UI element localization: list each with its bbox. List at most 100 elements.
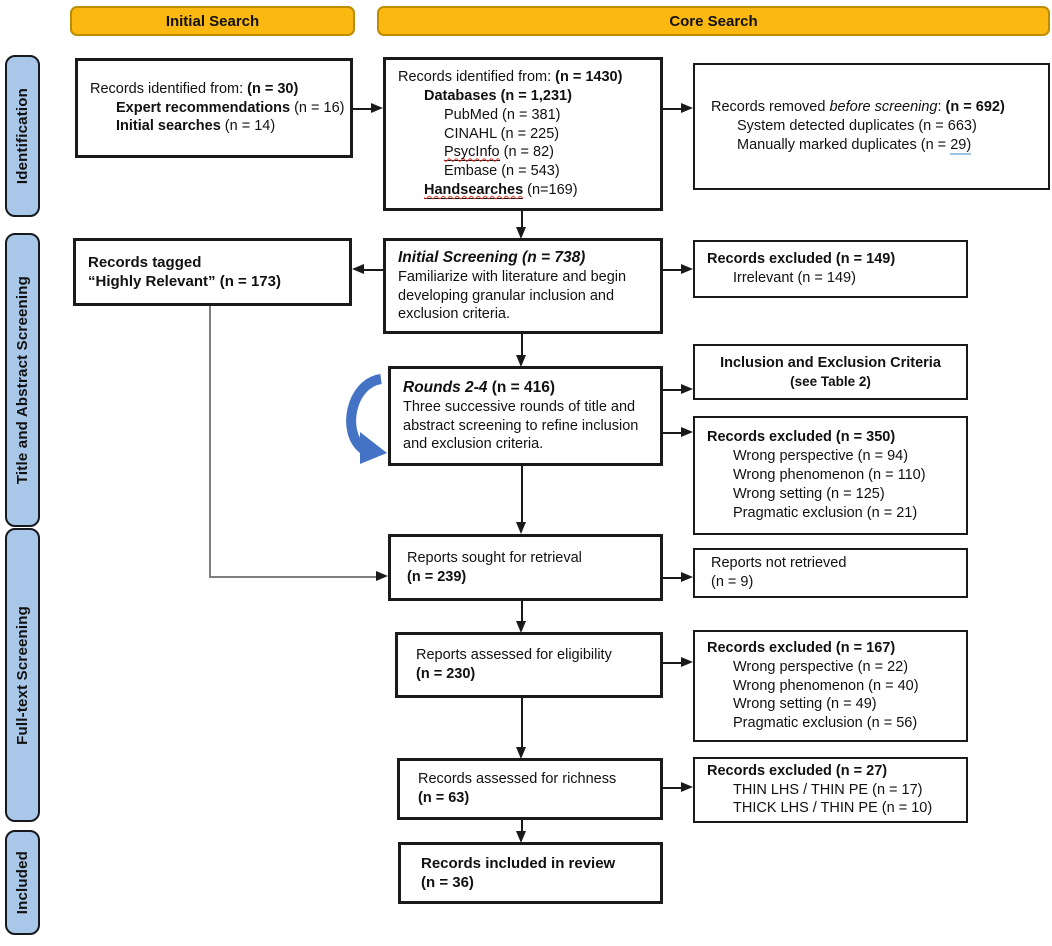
connector-core-to-removed-arrowhead-icon	[681, 103, 693, 113]
connector-richness-to-excluded27-arrowhead-icon	[681, 782, 693, 792]
rounds-title: Rounds 2-4 (n = 416)	[403, 378, 650, 398]
initial-screening-body-2: developing granular inclusion and	[398, 287, 615, 304]
box-initial-screening: Initial Screening (n = 738) Familiarize …	[383, 238, 663, 334]
records-tagged-line1: Records tagged	[88, 253, 202, 271]
stage-fulltext-screening-label: Full-text Screening	[14, 605, 31, 745]
stage-fulltext-screening: Full-text Screening	[5, 528, 40, 822]
connector-sought-to-eligibility-arrowhead-icon	[516, 621, 526, 633]
connector-eligibility-to-excluded167-arrowhead-icon	[681, 657, 693, 667]
stage-identification: Identification	[5, 55, 40, 217]
excluded-149-title: Records excluded (n = 149)	[707, 251, 896, 268]
assessed-richness-line1: Records assessed for richness	[418, 771, 617, 788]
box-records-excluded-350: Records excluded (n = 350) Wrong perspec…	[693, 416, 968, 535]
excluded-27-item: THICK LHS / THIN PE (n = 10)	[733, 800, 933, 817]
text-segment: Manually marked duplicates (n =	[737, 136, 951, 153]
connector-rounds-to-sought-arrowhead-icon	[516, 522, 526, 534]
connector-rounds-to-criteria-arrowhead-icon	[681, 384, 693, 394]
rounds-body-1: Three successive rounds of title and	[403, 398, 636, 415]
text-segment: Handsearches	[424, 182, 524, 200]
text-segment: Initial searches	[116, 118, 221, 135]
text-segment: :	[937, 99, 946, 116]
stage-title-abstract-screening: Title and Abstract Screening	[5, 233, 40, 527]
included-review-line1: Records included in review	[421, 854, 616, 872]
initial-screening-body-1: Familiarize with literature and begin	[398, 268, 627, 285]
initial-screening-title: Initial Screening (n = 738)	[398, 248, 586, 266]
stage-title-abstract-screening-label: Title and Abstract Screening	[14, 275, 31, 485]
excluded-350-item: Wrong perspective (n = 94)	[733, 448, 909, 465]
header-initial-search-label: Initial Search	[165, 12, 260, 30]
iteration-loop-arrow-icon	[346, 374, 387, 464]
excluded-27-title: Records excluded (n = 27)	[707, 762, 888, 779]
excluded-149-item: Irrelevant (n = 149)	[733, 270, 856, 286]
box-records-tagged: Records tagged “Highly Relevant” (n = 17…	[73, 238, 352, 306]
excluded-350-item: Pragmatic exclusion (n = 21)	[733, 504, 918, 521]
connector-richness-to-excluded27-line	[663, 787, 683, 789]
connector-screening-to-rounds-line	[521, 334, 523, 356]
n-value: (n = 416)	[487, 378, 556, 396]
rounds-body-2: abstract screening to refine inclusion	[403, 417, 639, 434]
connector-richness-to-included-line	[521, 820, 523, 832]
records-core-cinahl: CINAHL (n = 225)	[444, 125, 560, 142]
reports-sought-line2: (n = 239)	[407, 568, 467, 585]
text-segment: Records identified from:	[90, 80, 248, 97]
excluded-167-item: Wrong perspective (n = 22)	[733, 658, 909, 675]
box-records-identified-core: Records identified from: (n = 1430) Data…	[383, 57, 663, 211]
not-retrieved-line1: Reports not retrieved	[711, 555, 847, 572]
header-initial-search: Initial Search	[70, 6, 355, 36]
box-records-excluded-149: Records excluded (n = 149) Irrelevant (n…	[693, 240, 968, 298]
stage-identification-label: Identification	[14, 87, 31, 185]
n-value: (n = 14)	[220, 118, 276, 135]
connector-initial-to-core-line	[353, 108, 373, 110]
connector-screening-to-rounds-arrowhead-icon	[516, 355, 526, 367]
n-value: (n = 82)	[499, 144, 555, 161]
box-rounds-2-4: Rounds 2-4 (n = 416) Three successive ro…	[388, 366, 663, 466]
assessed-eligibility-line2: (n = 230)	[416, 666, 476, 682]
connector-rounds-to-excluded350-line	[663, 432, 683, 434]
records-core-embase: Embase (n = 543)	[444, 163, 560, 180]
connector-core-to-screening-line	[521, 211, 523, 228]
stage-included: Included	[5, 830, 40, 935]
criteria-line2: (see Table 2)	[790, 373, 871, 389]
excluded-167-title: Records excluded (n = 167)	[707, 639, 896, 656]
box-reports-not-retrieved: Reports not retrieved (n = 9)	[693, 548, 968, 598]
records-core-title: Records identified from: (n = 1430)	[398, 68, 650, 87]
records-tagged-line2: “Highly Relevant” (n = 173)	[88, 273, 281, 290]
excluded-167-item: Wrong phenomenon (n = 40)	[733, 677, 919, 694]
n-value: 29)	[950, 136, 972, 155]
records-core-pubmed: PubMed (n = 381)	[444, 106, 561, 123]
box-records-excluded-167: Records excluded (n = 167) Wrong perspec…	[693, 630, 968, 742]
box-records-removed: Records removed before screening: (n = 6…	[693, 63, 1050, 190]
text-segment: before screening	[829, 99, 938, 116]
rounds-body-3: and exclusion criteria.	[403, 436, 544, 453]
records-initial-item-searches: Initial searches (n = 14)	[90, 117, 340, 136]
reports-sought-line1: Reports sought for retrieval	[407, 549, 582, 566]
criteria-line1: Inclusion and Exclusion Criteria	[720, 354, 941, 371]
connector-eligibility-to-excluded167-line	[663, 662, 683, 664]
excluded-167-item: Wrong setting (n = 49)	[733, 696, 877, 713]
connector-rounds-to-sought-line	[521, 466, 523, 523]
connector-core-to-removed-line	[663, 108, 683, 110]
text-segment: Rounds 2-4	[403, 378, 488, 396]
n-value: (n = 30)	[247, 80, 299, 97]
records-core-handsearches: Handsearches (n=169)	[398, 181, 650, 200]
connector-sought-to-notretrieved-arrowhead-icon	[681, 572, 693, 582]
text-segment: Records identified from:	[398, 69, 556, 86]
excluded-350-item: Wrong setting (n = 125)	[733, 485, 885, 502]
box-reports-sought: Reports sought for retrieval (n = 239)	[388, 534, 663, 601]
connector-screening-to-tagged-line	[363, 269, 383, 271]
records-core-databases: Databases (n = 1,231)	[424, 87, 572, 104]
box-records-included: Records included in review (n = 36)	[398, 842, 663, 904]
connector-tagged-to-sought-horizontal-line	[209, 576, 377, 578]
connector-core-to-screening-arrowhead-icon	[516, 227, 526, 239]
excluded-350-title: Records excluded (n = 350)	[707, 429, 896, 446]
connector-sought-to-eligibility-line	[521, 601, 523, 622]
initial-screening-body-3: exclusion criteria.	[398, 306, 511, 323]
included-review-line2: (n = 36)	[421, 874, 474, 891]
text-segment: Records removed	[711, 99, 830, 116]
box-records-assessed-richness: Records assessed for richness (n = 63)	[397, 758, 663, 820]
not-retrieved-line2: (n = 9)	[711, 574, 754, 590]
n-value: (n = 692)	[945, 99, 1005, 116]
box-records-identified-initial: Records identified from: (n = 30) Expert…	[75, 58, 353, 158]
connector-tagged-to-sought-arrowhead-icon	[376, 571, 388, 581]
